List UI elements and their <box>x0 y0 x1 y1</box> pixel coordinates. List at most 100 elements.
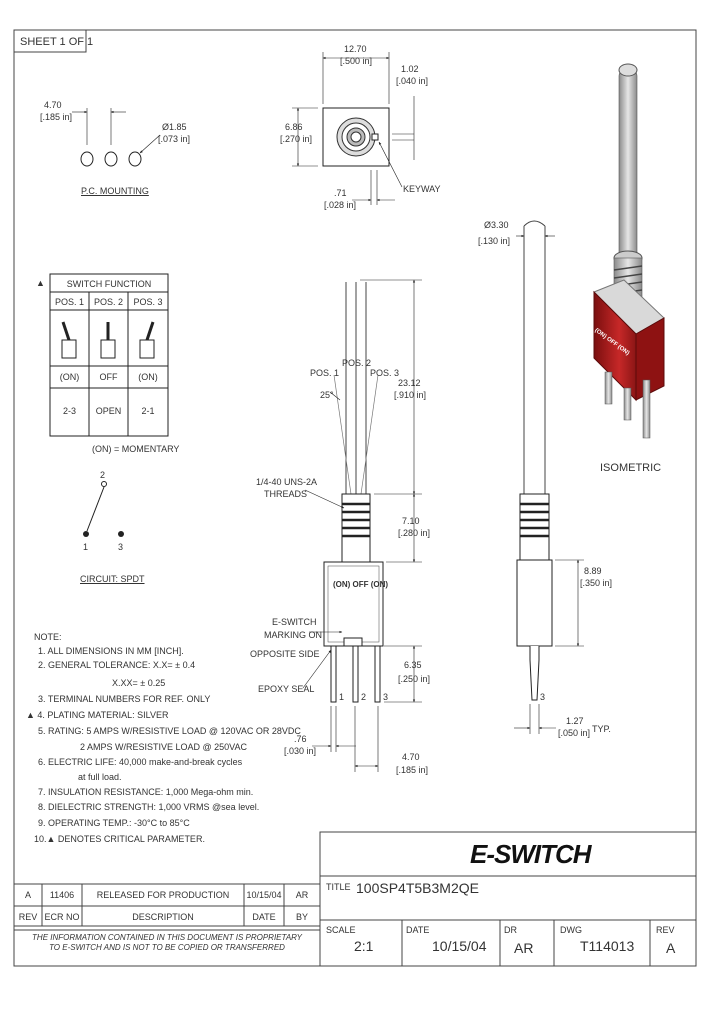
term-width-mm: .76 <box>294 734 307 744</box>
side-body-in: [.350 in] <box>580 578 613 588</box>
title-value: 100SP4T5B3M2QE <box>356 880 479 896</box>
rev-row-by: AR <box>295 890 309 900</box>
momentary-note: (ON) = MOMENTARY <box>92 444 180 454</box>
term-label-2: 2 <box>361 692 367 702</box>
lever-len-mm: 23.12 <box>398 378 421 388</box>
side-view <box>514 220 584 734</box>
marking-note-1: E-SWITCH <box>272 617 317 627</box>
critical-marker: ▲ <box>36 278 45 288</box>
rev-hdr-date: DATE <box>252 912 276 922</box>
rev-hdr-desc: DESCRIPTION <box>132 912 194 922</box>
note-10: 10.▲ DENOTES CRITICAL PARAMETER. <box>34 834 205 844</box>
top-height-mm: 6.86 <box>285 122 303 132</box>
side-term-in: [.050 in] <box>558 728 591 738</box>
pos1-label: POS. 1 <box>310 368 340 378</box>
rev-label: REV <box>656 925 675 935</box>
state-pos3: (ON) <box>138 372 158 382</box>
conn-pos3: 2-1 <box>141 406 155 416</box>
date-value: 10/15/04 <box>432 938 487 954</box>
circuit-pin-1: 1 <box>83 542 89 552</box>
top-offset-mm: 1.02 <box>401 64 419 74</box>
isometric-view <box>593 63 665 439</box>
pc-spacing-mm: 4.70 <box>44 100 62 110</box>
pc-hole-dia-in: [.073 in] <box>158 134 191 144</box>
note-6: 6. ELECTRIC LIFE: 40,000 make-and-break … <box>38 757 243 767</box>
top-view <box>292 52 415 205</box>
title-label: TITLE <box>326 882 351 892</box>
side-body-mm: 8.89 <box>584 566 602 576</box>
sheet-tab-box <box>13 29 87 53</box>
bushing-in: [.280 in] <box>398 528 431 538</box>
angle-label: 25° <box>320 390 334 400</box>
conn-pos1: 2-3 <box>62 406 76 416</box>
note-2b: X.XX= ± 0.25 <box>112 678 166 688</box>
note-2: 2. GENERAL TOLERANCE: X.X= ± 0.4 <box>38 660 196 670</box>
circuit-diagram <box>83 481 124 537</box>
top-height-in: [.270 in] <box>280 134 313 144</box>
circuit-pin-2: 2 <box>100 470 106 480</box>
revision-block-lines <box>13 883 321 931</box>
term-spacing-in: [.185 in] <box>396 765 429 775</box>
epoxy-label: EPOXY SEAL <box>258 684 315 694</box>
pos2-label: POS. 2 <box>342 358 372 368</box>
marking-note-3: OPPOSITE SIDE <box>250 649 320 659</box>
rev-value: A <box>666 940 676 956</box>
dr-label: DR <box>504 925 517 935</box>
lever-dia-mm: Ø3.30 <box>484 220 509 230</box>
scale-value: 2:1 <box>354 938 374 954</box>
switch-icon-pos3 <box>139 321 155 359</box>
thread-label-2: THREADS <box>264 489 308 499</box>
isometric-label: ISOMETRIC <box>600 462 662 474</box>
term-spacing-mm: 4.70 <box>402 752 420 762</box>
body-marking: (ON) OFF (ON) <box>333 580 389 589</box>
rev-row-rev: A <box>24 890 31 900</box>
note-6b: at full load. <box>78 772 122 782</box>
switch-function-table <box>49 273 169 437</box>
top-keyway-mm: .71 <box>334 188 347 198</box>
note-9: 9. OPERATING TEMP.: -30°C to 85°C <box>38 818 190 828</box>
note-1: 1. ALL DIMENSIONS IN MM [INCH]. <box>38 646 184 656</box>
sheet-label: SHEET 1 OF 1 <box>20 36 94 48</box>
title-block-lines <box>319 831 697 967</box>
pc-spacing-in: [.185 in] <box>40 112 73 122</box>
rev-hdr-ecr: ECR NO <box>44 912 80 922</box>
side-term-label: 3 <box>540 692 546 702</box>
top-offset-in: [.040 in] <box>396 76 429 86</box>
note-7: 7. INSULATION RESISTANCE: 1,000 Mega-ohm… <box>38 787 254 797</box>
dwg-value: T114013 <box>580 938 635 954</box>
state-pos2: OFF <box>99 372 118 382</box>
circuit-pin-3: 3 <box>118 542 124 552</box>
dr-value: AR <box>514 940 534 956</box>
conn-pos2: OPEN <box>95 406 122 416</box>
proprietary-line-1: THE INFORMATION CONTAINED IN THIS DOCUME… <box>32 933 302 942</box>
circuit-label: CIRCUIT: SPDT <box>80 574 145 584</box>
lever-len-in: [.910 in] <box>394 390 427 400</box>
note-5: 5. RATING: 5 AMPS W/RESISTIVE LOAD @ 120… <box>38 726 301 736</box>
top-width-mm: 12.70 <box>344 44 367 54</box>
header-pos1: POS. 1 <box>54 297 84 307</box>
term-label-1: 1 <box>339 692 345 702</box>
rev-row-ecr: 11406 <box>49 890 75 900</box>
keyway-label: KEYWAY <box>403 184 441 194</box>
switch-icon-pos1 <box>61 321 77 359</box>
header-pos2: POS. 2 <box>93 297 123 307</box>
eswitch-logo: E-SWITCH <box>470 839 592 869</box>
typ-label: TYP. <box>592 724 611 734</box>
switch-function-title: SWITCH FUNCTION <box>66 279 152 289</box>
note-3: 3. TERMINAL NUMBERS FOR REF. ONLY <box>38 694 211 704</box>
top-keyway-in: [.028 in] <box>324 200 357 210</box>
rev-row-desc: RELEASED FOR PRODUCTION <box>96 890 230 900</box>
header-pos3: POS. 3 <box>133 297 163 307</box>
pc-mounting-holes <box>72 108 161 167</box>
term-width-in: [.030 in] <box>284 746 317 756</box>
rev-row-date: 10/15/04 <box>246 890 282 900</box>
scale-label: SCALE <box>326 925 356 935</box>
lever-dia-in: [.130 in] <box>478 236 511 246</box>
terminal-in: [.250 in] <box>398 674 431 684</box>
rev-hdr-by: BY <box>295 912 308 922</box>
top-width-in: [.500 in] <box>340 56 373 66</box>
state-pos1: (ON) <box>59 372 80 382</box>
pc-hole-dia-mm: Ø1.85 <box>162 122 187 132</box>
side-term-mm: 1.27 <box>566 716 584 726</box>
